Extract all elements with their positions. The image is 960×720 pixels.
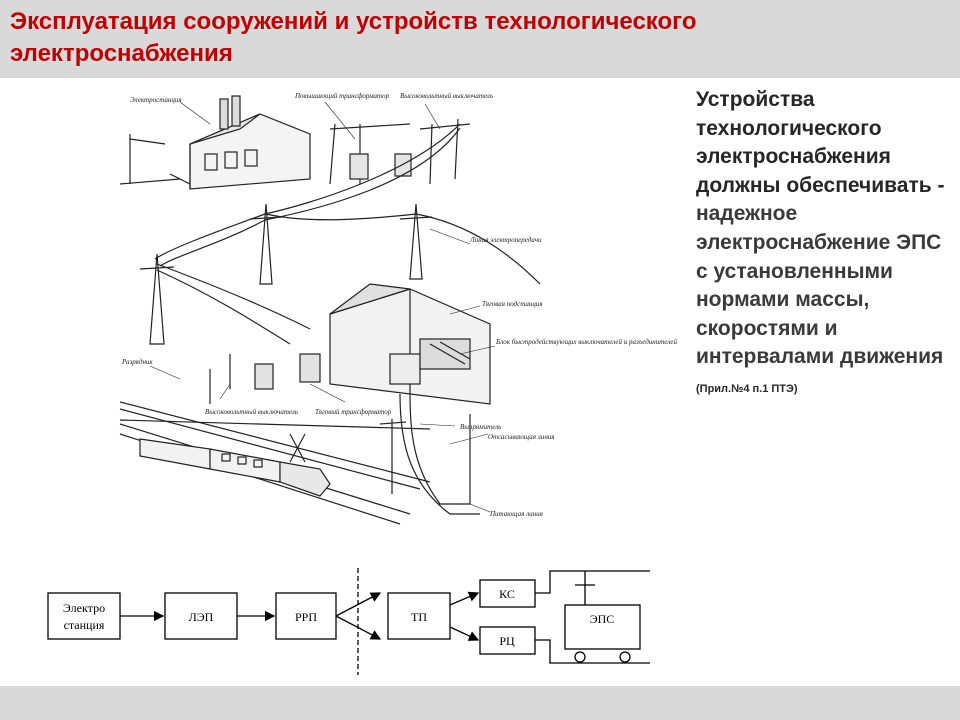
label-rectifier: Выпрямитель (460, 423, 501, 431)
label-fast-breaker-block: Блок быстродействующих выключателей и ра… (495, 338, 678, 346)
box-substation (387, 592, 451, 640)
transmission-line-drawing (139, 123, 541, 345)
label-transmission-line: Линия электропередачи (469, 236, 542, 244)
train-drawing (139, 433, 331, 497)
title-bar: Эксплуатация сооружений и устройств техн… (0, 0, 960, 78)
transformer-yard-drawing (329, 118, 471, 185)
box-power-station (47, 592, 121, 640)
label-hv-breaker-top: Высоковольтный выключатель (400, 92, 493, 100)
scheme-distribution: РРП (295, 610, 317, 624)
lead-text: Устройства технологического электроснабж… (696, 88, 945, 197)
label-traction-substation: Тяговая подстанция (482, 300, 543, 308)
traction-substation-drawing (209, 283, 491, 405)
label-arrester: Разрядник (121, 358, 153, 366)
scheme-rail-circuit: РЦ (499, 634, 515, 648)
description-text: Устройства технологического электроснабж… (696, 86, 946, 404)
footer-bar (0, 686, 960, 720)
scheme-rolling-stock: ЭПС (590, 612, 615, 626)
scheme-transmission: ЛЭП (189, 610, 214, 624)
label-hv-breaker-bottom: Высоковольтный выключатель (205, 408, 298, 416)
scheme-substation: ТП (411, 610, 427, 624)
scheme-power-station-line1: Электро (63, 601, 105, 615)
feeder-lines-drawing (399, 383, 480, 515)
label-step-up-transformer: Повышающий трансформатор (294, 92, 390, 100)
power-station-drawing (119, 95, 311, 190)
reference-text: (Прил.№4 п.1 ПТЭ) (696, 382, 798, 395)
label-power-station: Электростанция (130, 96, 182, 104)
label-traction-transformer: Тяговый трансформатор (315, 408, 392, 416)
body-text: надежное электроснабжение ЭПС с установл… (696, 202, 944, 369)
label-feeder-line: Питающая линия (489, 510, 543, 518)
power-supply-illustration: Электростанция Повышающий трансформатор … (119, 92, 678, 525)
slide-title: Эксплуатация сооружений и устройств техн… (10, 8, 697, 67)
scheme-contact-network: КС (499, 587, 515, 601)
block-scheme: Электро станция ЛЭП РРП ТП КС РЦ ЭПС (47, 568, 650, 675)
scheme-power-station-line2: станция (64, 618, 105, 632)
label-return-line: Отсасывающая линия (488, 433, 555, 441)
box-rolling-stock (564, 604, 641, 650)
